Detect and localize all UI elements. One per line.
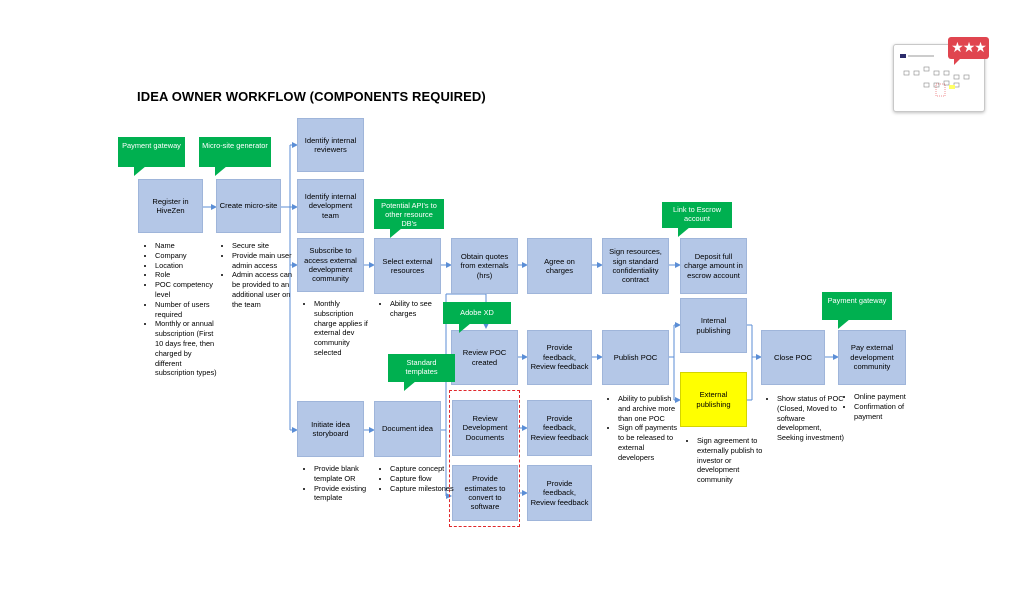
- note-item: Admin access can be provided to an addit…: [232, 270, 296, 309]
- note-item: Show status of POC (Closed, Moved to sof…: [777, 394, 847, 443]
- note-item: Ability to publish and archive more than…: [618, 394, 682, 423]
- note-item: Sign off payments to be released to exte…: [618, 423, 682, 462]
- notes-subscribe: Monthly subscription charge applies if e…: [300, 299, 376, 358]
- box-sign-resources: Sign resources, sign standard confidenti…: [602, 238, 669, 294]
- notes-select-external: Ability to see charges: [376, 299, 456, 319]
- note-item: Capture flow: [390, 474, 458, 484]
- note-item: Location: [155, 261, 217, 271]
- box-close-poc: Close POC: [761, 330, 825, 385]
- note-item: Confirmation of payment: [854, 402, 924, 422]
- box-agree-on-charges: Agree on charges: [527, 238, 592, 294]
- box-provide-estimates: Provide estimates to convert to software: [452, 465, 518, 521]
- note-item: Role: [155, 270, 217, 280]
- box-provide-feedback-1: Provide feedback, Review feedback: [527, 330, 592, 385]
- box-obtain-quotes: Obtain quotes from externals (hrs): [451, 238, 518, 294]
- note-item: Online payment: [854, 392, 924, 402]
- box-publish-poc: Publish POC: [602, 330, 669, 385]
- dashed-highlight-frame: [449, 390, 520, 527]
- note-item: Capture concept: [390, 464, 458, 474]
- callout-payment-gateway: Payment gateway: [118, 137, 185, 176]
- box-provide-feedback-2: Provide feedback, Review feedback: [527, 400, 592, 456]
- box-provide-feedback-3: Provide feedback, Review feedback: [527, 465, 592, 521]
- box-create-micro-site: Create micro-site: [216, 179, 281, 233]
- thumbnail-preview-icon: [900, 54, 970, 97]
- box-identify-internal-reviewers: Identify internal reviewers: [297, 118, 364, 172]
- callout-adobe-xd: Adobe XD: [443, 302, 511, 333]
- callout-micro-site-generator: Micro-site generator: [199, 137, 271, 176]
- callout-link-to-escrow: Link to Escrow account: [662, 202, 732, 237]
- box-internal-publishing: Internal publishing: [680, 298, 747, 353]
- notes-document-idea: Capture concept Capture flow Capture mil…: [376, 464, 458, 493]
- box-initiate-idea-storyboard: Initiate idea storyboard: [297, 401, 364, 457]
- box-external-publishing: External publishing: [680, 372, 747, 427]
- box-pay-external-community: Pay external development community: [838, 330, 906, 385]
- note-item: Capture milestones: [390, 484, 458, 494]
- box-deposit-escrow: Deposit full charge amount in escrow acc…: [680, 238, 747, 294]
- callout-standard-templates: Standard templates: [388, 354, 455, 391]
- notes-storyboard: Provide blank template OR Provide existi…: [300, 464, 380, 503]
- notes-microsite: Secure site Provide main user admin acce…: [218, 241, 296, 310]
- box-identify-internal-dev-team: Identify internal development team: [297, 179, 364, 233]
- box-document-idea: Document idea: [374, 401, 441, 457]
- note-item: Provide existing template: [314, 484, 380, 504]
- note-item: Sign agreement to externally publish to …: [697, 436, 767, 485]
- notes-close-poc: Show status of POC (Closed, Moved to sof…: [763, 394, 847, 443]
- notes-publish-poc: Ability to publish and archive more than…: [604, 394, 682, 463]
- note-item: POC competency level: [155, 280, 217, 300]
- box-register-in-hivezen: Register in HiveZen: [138, 179, 203, 233]
- page-title: IDEA OWNER WORKFLOW (COMPONENTS REQUIRED…: [137, 89, 486, 104]
- callout-payment-gateway-2: Payment gateway: [822, 292, 892, 329]
- note-item: Ability to see charges: [390, 299, 456, 319]
- note-item: Monthly subscription charge applies if e…: [314, 299, 376, 358]
- box-subscribe-external: Subscribe to access external development…: [297, 238, 364, 292]
- note-item: Provide blank template OR: [314, 464, 380, 484]
- note-item: Secure site: [232, 241, 296, 251]
- notes-external-publishing: Sign agreement to externally publish to …: [683, 436, 767, 485]
- notes-register: Name Company Location Role POC competenc…: [141, 241, 217, 378]
- box-select-external-resources: Select external resources: [374, 238, 441, 294]
- box-review-poc-created: Review POC created: [451, 330, 518, 385]
- notes-pay-external: Online payment Confirmation of payment: [840, 392, 924, 421]
- note-item: Name: [155, 241, 217, 251]
- box-review-development-documents: Review Development Documents: [452, 400, 518, 456]
- note-item: Provide main user admin access: [232, 251, 296, 271]
- note-item: Company: [155, 251, 217, 261]
- note-item: Monthly or annual subscription (First 10…: [155, 319, 217, 378]
- callout-potential-api: Potential API's to other resource DB's: [374, 199, 444, 238]
- rating-badge: ★★★: [948, 37, 989, 65]
- note-item: Number of users required: [155, 300, 217, 320]
